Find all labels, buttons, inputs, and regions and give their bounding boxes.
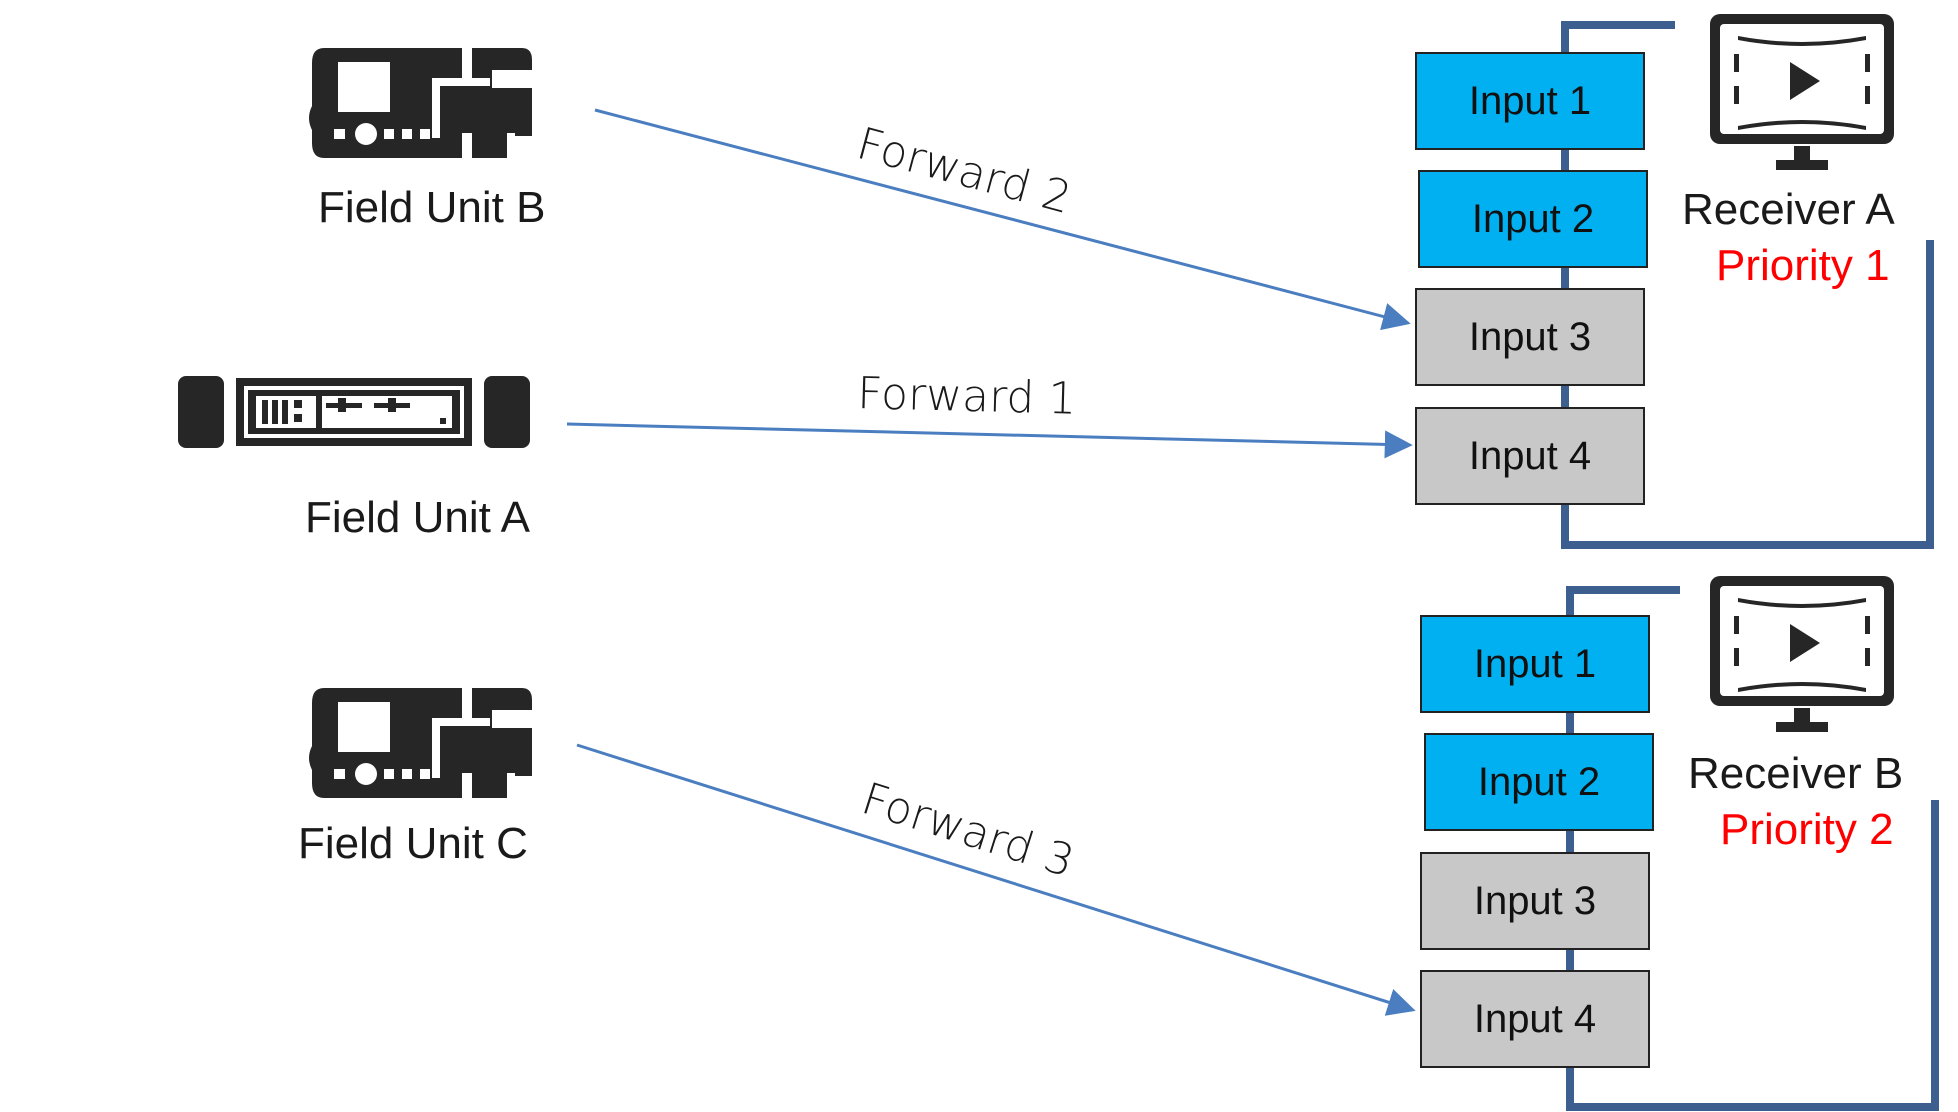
receiver-b-priority: Priority 2 xyxy=(1720,805,1894,854)
receiver-a-priority: Priority 1 xyxy=(1716,241,1890,290)
receiver-b-input-2: Input 2 xyxy=(1424,733,1654,831)
receiver-b-input-1: Input 1 xyxy=(1420,615,1650,713)
receiver-b-input-4: Input 4 xyxy=(1420,970,1650,1068)
field-unit-a-label: Field Unit A xyxy=(305,493,530,542)
field-unit-b-icon xyxy=(309,48,532,158)
receiver-b-bracket xyxy=(1566,586,1939,1111)
field-unit-a-icon xyxy=(178,376,530,448)
forward-3-arrow xyxy=(576,743,1416,1016)
forward-1-arrow xyxy=(566,422,1413,459)
receiver-a-input-3: Input 3 xyxy=(1415,288,1645,386)
field-unit-c-label: Field Unit C xyxy=(298,819,528,868)
receiver-a-monitor-icon xyxy=(1710,14,1894,170)
forward-1-label: Forward 1 xyxy=(856,368,1077,425)
receiver-b-input-3: Input 3 xyxy=(1420,852,1650,950)
forward-2-arrow xyxy=(594,108,1411,331)
receiver-a-bracket xyxy=(1561,21,1934,549)
receiver-a-name: Receiver A xyxy=(1682,185,1895,234)
receiver-b-name: Receiver B xyxy=(1688,749,1904,798)
receiver-b-monitor-icon xyxy=(1710,576,1894,732)
field-unit-b-label: Field Unit B xyxy=(318,183,546,232)
receiver-a-input-4: Input 4 xyxy=(1415,407,1645,505)
field-unit-c-icon xyxy=(309,688,532,798)
receiver-a-input-1: Input 1 xyxy=(1415,52,1645,150)
receiver-a-input-2: Input 2 xyxy=(1418,170,1648,268)
